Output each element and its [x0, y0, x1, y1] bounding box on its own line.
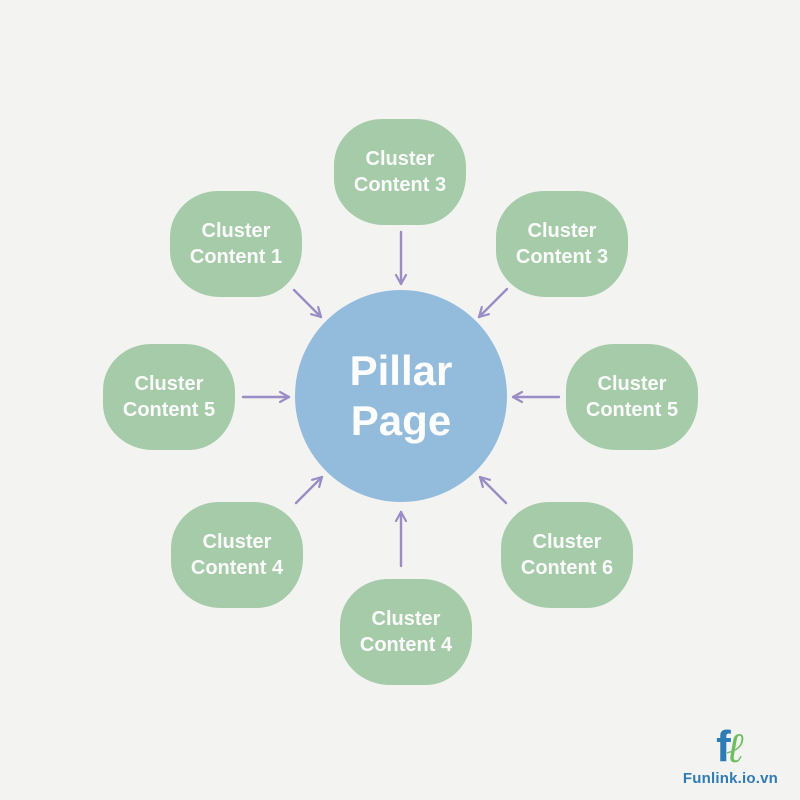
cluster-bubble-top-left: Cluster Content 1: [170, 191, 302, 297]
arrow-bottom-right-to-center: [478, 475, 508, 505]
brand-block: f ℓ Funlink.io.vn: [682, 725, 778, 787]
pillar-page-node: Pillar Page: [295, 290, 507, 502]
cluster-bubble-top-right: Cluster Content 3: [496, 191, 628, 297]
logo-letter-f: f: [716, 722, 731, 771]
cluster-bubble-label: Cluster Content 1: [189, 220, 283, 268]
cluster-bubble-label: Cluster Content 5: [122, 373, 216, 421]
cluster-bubble-label: Cluster Content 4: [359, 608, 453, 656]
cluster-bubble-bottom-right: Cluster Content 6: [501, 502, 633, 608]
cluster-bubble-bottom-left: Cluster Content 4: [171, 502, 303, 608]
cluster-bubble-right: Cluster Content 5: [566, 344, 698, 450]
arrow-bottom-left-to-center: [294, 475, 324, 505]
cluster-bubble-label: Cluster Content 6: [520, 531, 614, 579]
arrow-top-right-to-center: [477, 287, 509, 319]
cluster-bubble-label: Cluster Content 3: [515, 220, 609, 268]
funlink-logo-icon: f ℓ: [716, 725, 745, 769]
pillar-page-label: Pillar Page: [349, 347, 453, 444]
logo-letter-l: ℓ: [726, 723, 745, 772]
cluster-bubble-bottom: Cluster Content 4: [340, 579, 472, 685]
brand-site-name: Funlink.io.vn: [682, 770, 778, 787]
cluster-bubble-left: Cluster Content 5: [103, 344, 235, 450]
cluster-bubble-label: Cluster Content 3: [353, 148, 447, 196]
cluster-bubble-label: Cluster Content 5: [585, 373, 679, 421]
arrow-top-left-to-center: [292, 288, 323, 319]
cluster-bubble-label: Cluster Content 4: [190, 531, 284, 579]
cluster-bubble-top: Cluster Content 3: [334, 119, 466, 225]
